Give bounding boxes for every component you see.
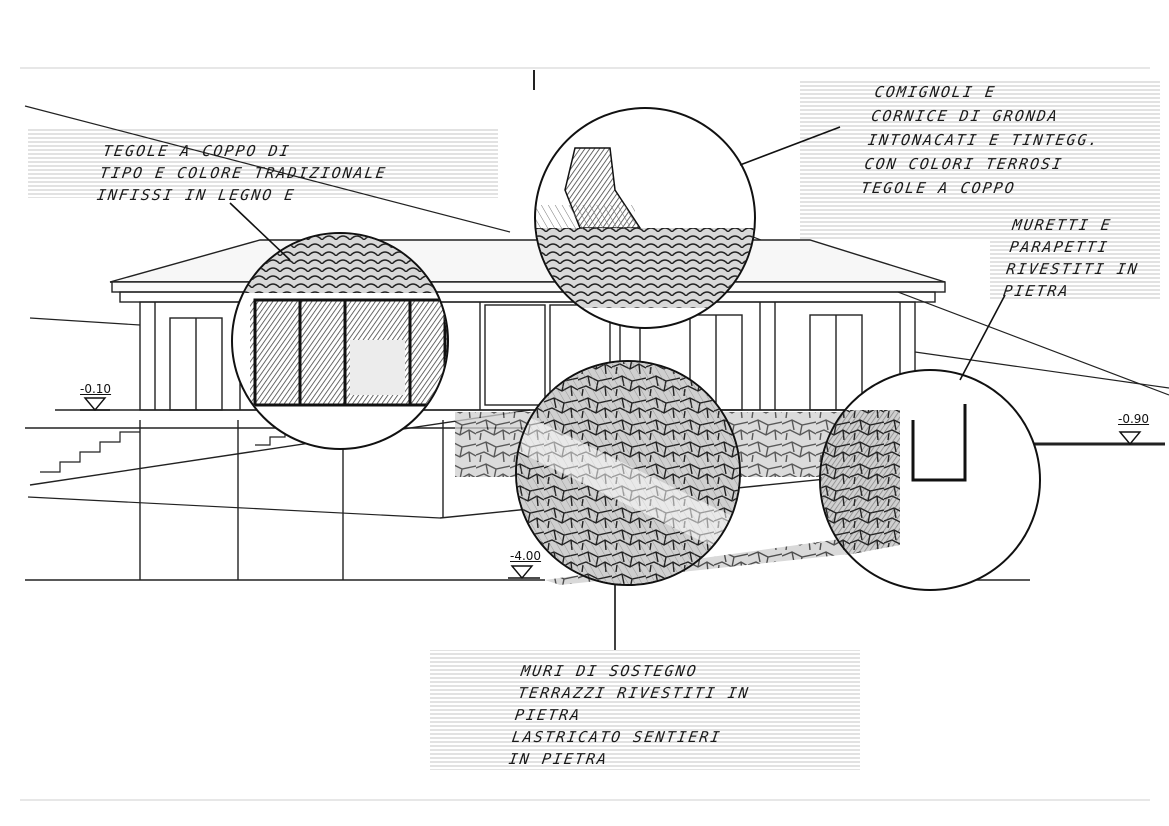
note-line: CORNICE DI GRONDA (870, 107, 1061, 125)
note-line: TERRAZZI RIVESTITI IN (516, 684, 752, 702)
level-label-bottom: -4.00 (510, 549, 542, 563)
note-background-retaining (430, 650, 860, 770)
note-retaining-walls: MURI DI SOSTEGNO TERRAZZI RIVESTITI IN P… (507, 660, 754, 770)
note-line: CON COLORI TERROSI (863, 155, 1065, 173)
house-elevation (55, 239, 946, 411)
leader-lines (229, 126, 1006, 650)
note-line: MURI DI SOSTEGNO (519, 662, 699, 680)
note-line: COMIGNOLI E (873, 83, 998, 101)
note-line: RIVESTITI IN (1005, 260, 1141, 278)
note-background-roof (28, 128, 498, 198)
level-label-right: -0.90 (1118, 412, 1150, 426)
note-line: TIPO E COLORE TRADIZIONALE (98, 164, 389, 182)
detail-circle-retaining-walls (515, 360, 741, 586)
note-chimneys: COMIGNOLI E CORNICE DI GRONDA INTONACATI… (860, 80, 1109, 200)
detail-circle-chimney (534, 107, 756, 329)
level-markers (80, 397, 1142, 580)
note-line: PIETRA (1002, 282, 1071, 300)
note-roof-tiles: TEGOLE A COPPO DI TIPO E COLORE TRADIZIO… (95, 140, 391, 206)
note-line: TEGOLE A COPPO DI (101, 142, 292, 160)
note-background-walls (990, 210, 1160, 300)
level-label-left: -0.10 (80, 382, 112, 396)
detail-circle-roof-tiles (231, 232, 449, 450)
note-line: INTONACATI E TINTEGG. (866, 131, 1101, 149)
note-line: INFISSI IN LEGNO E (95, 186, 297, 204)
note-line: PARAPETTI (1008, 238, 1111, 256)
note-line: MURETTI E (1011, 216, 1114, 234)
note-low-walls: MURETTI E PARAPETTI RIVESTITI IN PIETRA (1002, 214, 1147, 302)
note-line: PIETRA (513, 706, 583, 724)
note-line: IN PIETRA (507, 750, 610, 768)
detail-circle-low-walls (819, 369, 1041, 591)
note-line: TEGOLE A COPPO (859, 179, 1017, 197)
note-line: LASTRICATO SENTIERI (510, 728, 723, 746)
sheet-border (20, 67, 1150, 801)
